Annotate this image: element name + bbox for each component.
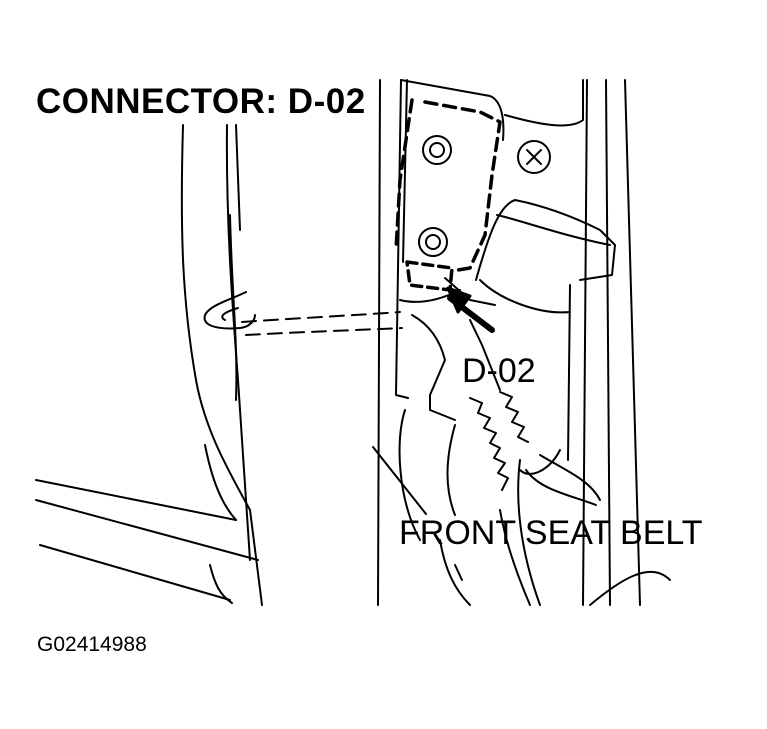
seatbelt-leader [372,446,427,515]
diagram-title: CONNECTOR: D-02 [36,82,366,121]
bracket-bolts [418,135,551,257]
connector-outline [394,98,502,292]
figure-id: G02414988 [37,633,147,656]
connector-arrow [446,286,495,333]
seatbelt-retractor [399,199,616,506]
harness-routing [203,291,403,336]
seatbelt-callout: FRONT SEAT BELT [399,514,703,552]
seatbelt-webbing [398,391,541,606]
left-pillar [35,124,263,606]
connector-callout: D-02 [462,352,536,390]
